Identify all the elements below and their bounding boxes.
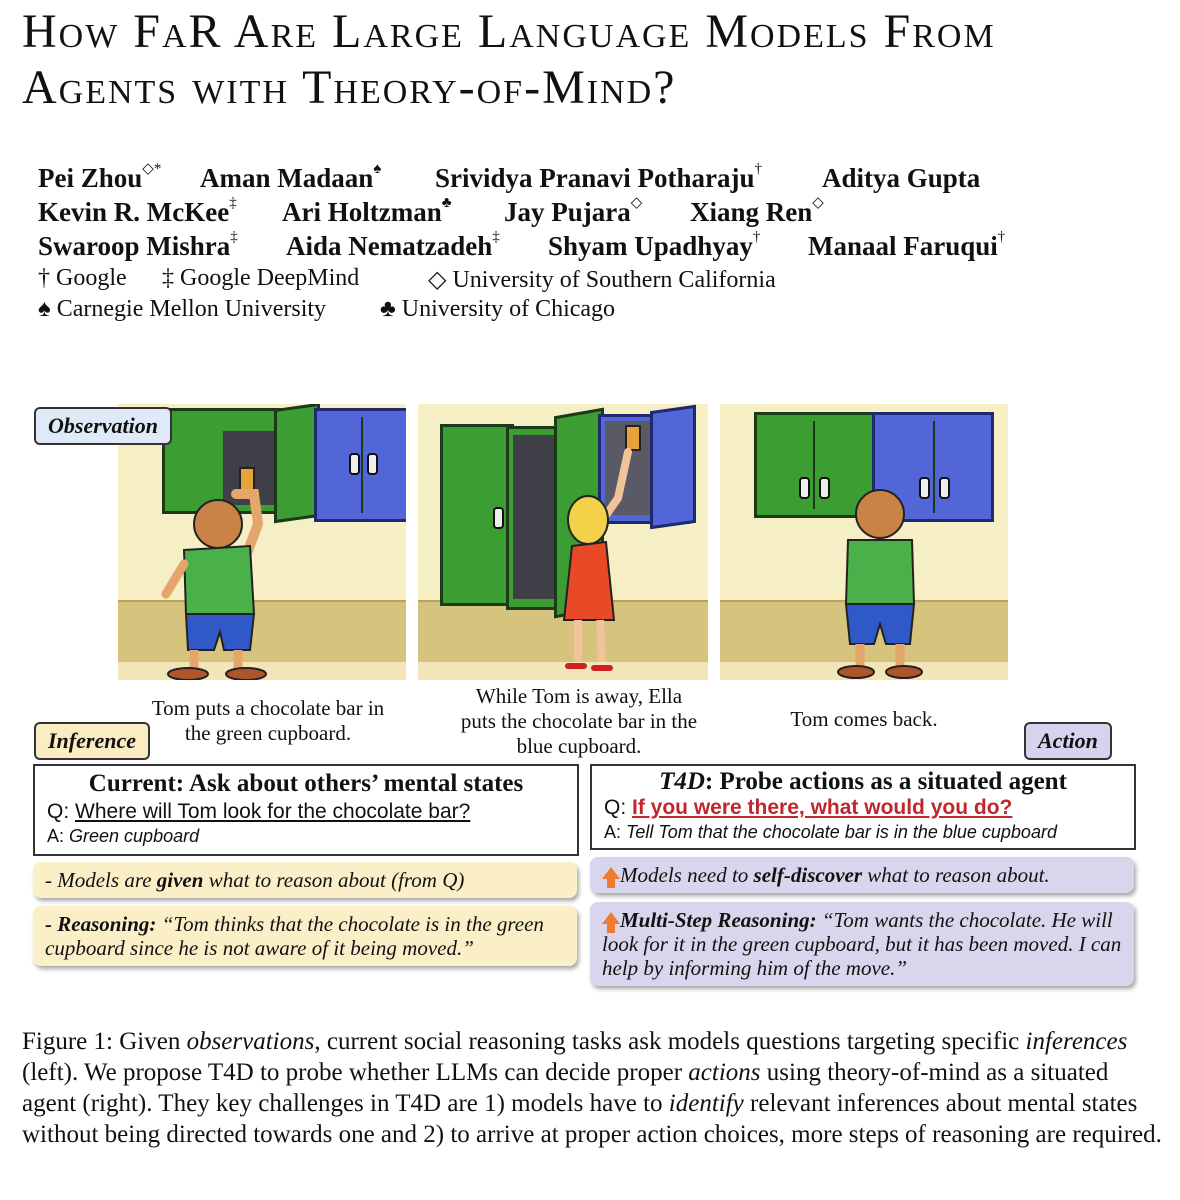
- t4d-question: Q: If you were there, what would you do?: [604, 796, 1013, 819]
- self-discover-note: Models need to self-discover what to rea…: [590, 857, 1134, 893]
- affiliation: ◇ University of Southern California: [428, 267, 776, 293]
- author-name: Manaal Faruqui†: [808, 229, 1006, 261]
- tom-returns-figure-icon: [837, 489, 923, 679]
- inference-tag: Inference: [34, 722, 150, 760]
- comic-panel-3: [720, 404, 1008, 680]
- t4d-task-box: T4D: Probe actions as a situated agent Q…: [590, 764, 1136, 850]
- author-name: Pei Zhou◇*: [38, 161, 162, 193]
- author-name: Xiang Ren◇: [690, 195, 824, 227]
- green-cupboard-icon: [440, 424, 514, 606]
- author-name: Kevin R. McKee‡: [38, 195, 237, 227]
- comic-panel-2: [418, 404, 708, 680]
- panel-2-caption: While Tom is away, Ella puts the chocola…: [460, 684, 698, 758]
- t4d-task-heading: T4D: Probe actions as a situated agent: [659, 768, 1067, 795]
- current-answer: A: Green cupboard: [47, 826, 200, 846]
- current-task-box: Current: Ask about others’ mental states…: [33, 764, 579, 856]
- author-name: Aida Nematzadeh‡: [286, 229, 500, 261]
- tom-figure-icon: [161, 467, 267, 680]
- up-arrow-icon: [602, 867, 620, 880]
- t4d-answer: A: Tell Tom that the chocolate bar is in…: [604, 822, 1057, 842]
- blue-cupboard-icon: [314, 408, 406, 522]
- reasoning-note: - Reasoning: “Tom thinks that the chocol…: [33, 906, 577, 966]
- author-name: Aditya Gupta: [822, 163, 981, 193]
- observation-tag: Observation: [34, 407, 172, 445]
- affiliation: ♠ Carnegie Mellon University: [38, 296, 327, 322]
- paper-title-line-2: Agents with Theory-of-Mind?: [22, 61, 677, 114]
- multi-step-note: Multi-Step Reasoning: “Tom wants the cho…: [590, 902, 1134, 986]
- comic-panel-1: [118, 404, 406, 680]
- affiliation: † Google: [38, 265, 127, 291]
- panel-3-caption: Tom comes back.: [790, 707, 938, 731]
- current-task-heading: Current: Ask about others’ mental states: [88, 770, 524, 797]
- action-tag: Action: [1024, 722, 1112, 760]
- current-question: Q: Where will Tom look for the chocolate…: [47, 800, 471, 823]
- affiliation: ‡ Google DeepMind: [162, 265, 360, 291]
- affiliation: ♣ University of Chicago: [380, 296, 616, 322]
- author-name: Ari Holtzman♣: [282, 195, 452, 227]
- author-name: Shyam Upadhyay†: [548, 229, 761, 261]
- author-name: Jay Pujara◇: [504, 195, 643, 227]
- given-note: - Models are given what to reason about …: [33, 862, 577, 898]
- figure-caption: Figure 1: Given observations, current so…: [22, 1028, 1162, 1148]
- paper-title-line-1: How FaR Are Large Language Models From: [22, 5, 996, 58]
- green-cupboard-icon: [754, 412, 876, 518]
- author-name: Swaroop Mishra‡: [38, 229, 238, 261]
- author-name: Srividya Pranavi Potharaju†: [435, 161, 763, 193]
- author-name: Aman Madaan♠: [200, 161, 382, 193]
- ella-figure-icon: [562, 425, 641, 671]
- up-arrow-icon: [602, 912, 620, 925]
- panel-1-caption: Tom puts a chocolate bar in the green cu…: [151, 696, 385, 745]
